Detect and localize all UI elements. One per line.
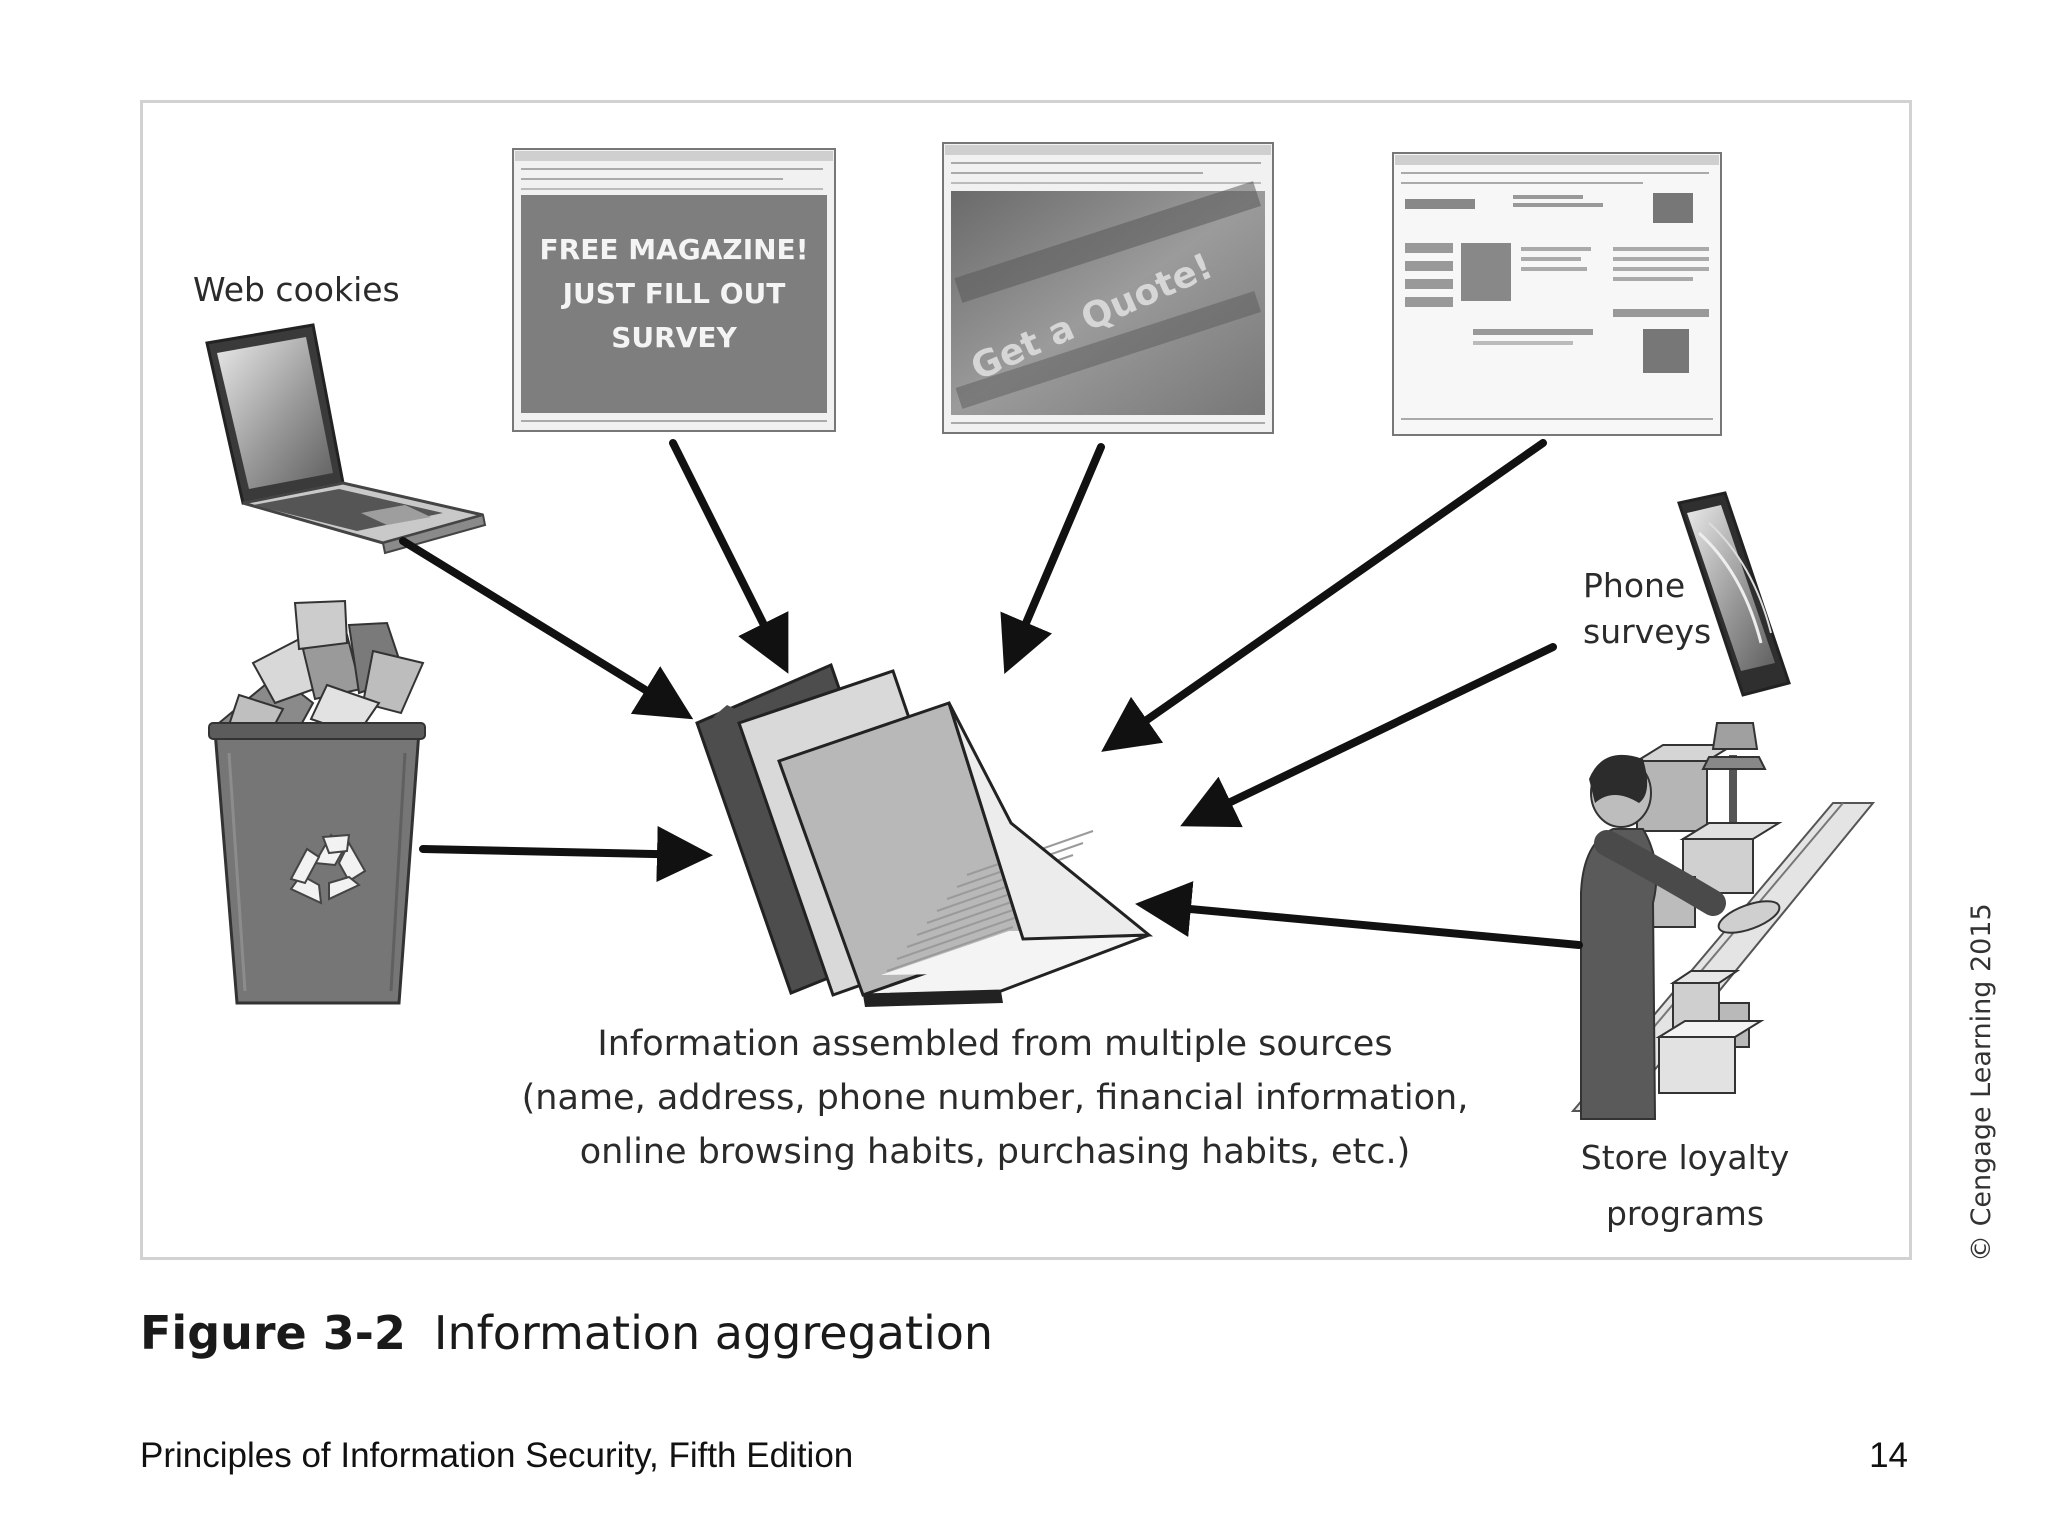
magazine-ad-line-3: SURVEY xyxy=(611,321,737,354)
copyright-text: © Cengage Learning 2015 xyxy=(1966,903,1997,1262)
arrow-from-phone xyxy=(1180,643,1557,828)
footer-book-title: Principles of Information Security, Fift… xyxy=(140,1436,854,1475)
cell-phone-icon xyxy=(1677,491,1791,697)
laptop-icon xyxy=(205,323,487,555)
aggregation-caption-line-2: (name, address, phone number, financial … xyxy=(522,1078,1469,1118)
arrow-from-shopping-site xyxy=(1101,439,1547,752)
aggregation-caption-line-3: online browsing habits, purchasing habit… xyxy=(580,1132,1410,1172)
magazine-ad-browser-window: FREE MAGAZINE! JUST FILL OUT SURVEY xyxy=(512,148,836,432)
shopping-site-browser-window xyxy=(1392,152,1722,436)
arrow-from-laptop xyxy=(399,537,694,720)
figure-caption: Figure 3-2 Information aggregation xyxy=(140,1306,993,1360)
store-checkout-icon xyxy=(1570,722,1876,1120)
quote-ad-browser-window: Get a Quote! xyxy=(942,142,1274,434)
recycle-symbol-icon xyxy=(289,833,367,905)
magazine-ad-line-2: JUST FILL OUT xyxy=(561,277,786,310)
magazine-ad-line-1: FREE MAGAZINE! xyxy=(540,233,809,266)
aggregation-caption-line-1: Information assembled from multiple sour… xyxy=(597,1024,1392,1064)
figure-number: Figure 3-2 xyxy=(140,1306,406,1360)
arrow-from-quote-ad xyxy=(1000,443,1105,675)
phone-surveys-label-line-2: surveys xyxy=(1583,612,1711,651)
file-folder-icon xyxy=(695,662,1154,1007)
phone-surveys-label-line-1: Phone xyxy=(1583,566,1685,605)
figure-title: Information aggregation xyxy=(433,1306,994,1360)
footer-page-number: 14 xyxy=(1869,1436,1908,1475)
information-aggregation-diagram: Web cookies FREE MAGAZINE! JUST FILL OUT… xyxy=(193,142,1876,1233)
arrow-from-magazine-ad xyxy=(669,439,789,674)
arrow-from-trash xyxy=(419,826,713,883)
arrow-from-store xyxy=(1135,881,1583,949)
store-loyalty-label-line-1: Store loyalty xyxy=(1581,1138,1789,1177)
recycle-bin-icon xyxy=(208,599,426,1005)
arrows xyxy=(399,439,1583,949)
figure-frame: Web cookies FREE MAGAZINE! JUST FILL OUT… xyxy=(140,100,1912,1260)
store-loyalty-label-line-2: programs xyxy=(1606,1194,1764,1233)
web-cookies-label: Web cookies xyxy=(193,270,400,309)
